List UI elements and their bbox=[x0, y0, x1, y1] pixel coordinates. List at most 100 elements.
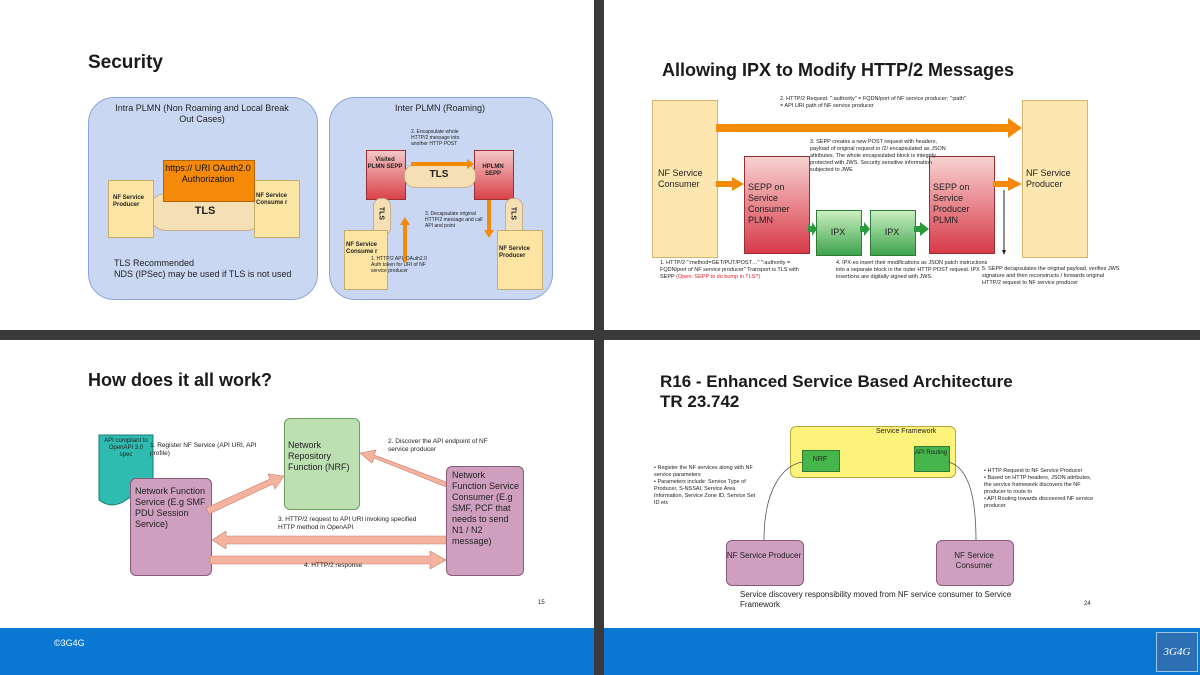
flow-arrows bbox=[205, 449, 447, 570]
ipx2-label: IPX bbox=[884, 227, 900, 237]
api-routing-label: API Routing bbox=[914, 450, 948, 456]
right-bullet-1: • HTTP Request to NF Service Producer bbox=[984, 468, 1083, 474]
left-bullet-2-text: Parameters include: Service Type of Prod… bbox=[654, 479, 756, 506]
step1-note: 1. Register NF Service (API URI, API pro… bbox=[150, 442, 257, 457]
line-routing-consumer bbox=[947, 461, 977, 541]
nf-service-consumer-label: NF Service Consume r bbox=[256, 193, 288, 206]
inter-producer-label: NF Service Producer bbox=[499, 246, 531, 259]
ipx1-label: IPX bbox=[830, 227, 846, 237]
slide-security: Security Intra PLMN (Non Roaming and Loc… bbox=[0, 0, 594, 330]
note1: 1. HTTP/2 ":method=GET/PUT/POST…" ":auth… bbox=[660, 260, 810, 281]
nf-consumer-label: NF Service Consumer bbox=[658, 168, 703, 189]
step4-note: 4. HTTP/2 response bbox=[304, 562, 363, 569]
arrow-response bbox=[209, 550, 447, 570]
arrow-ipx-ipx bbox=[860, 222, 870, 236]
step1-note: 1. HTTP/2 API, OAuth2.0 Auth token for U… bbox=[371, 256, 427, 274]
api-routing-box bbox=[914, 446, 950, 472]
note5-pointer-head bbox=[1002, 250, 1006, 255]
slide-title: Security bbox=[88, 52, 163, 73]
inter-plmn-title: Inter PLMN (Roaming) bbox=[394, 103, 486, 113]
nf-producer-box bbox=[1022, 100, 1088, 258]
service-framework-label: Service Framework bbox=[876, 428, 937, 435]
sepp-consumer-box bbox=[744, 156, 810, 254]
slide-title: R16 - Enhanced Service Based Architectur… bbox=[660, 372, 1013, 412]
ipx2-box bbox=[870, 210, 916, 256]
intra-plmn-title: Intra PLMN (Non Roaming and Local Break … bbox=[115, 103, 289, 124]
nf-service-producer-label: NF Service Producer bbox=[113, 195, 145, 208]
line-nrf-producer bbox=[763, 461, 803, 541]
https-oauth-box bbox=[163, 160, 255, 202]
page-number: 24 bbox=[1084, 601, 1091, 607]
slide-title: How does it all work? bbox=[88, 370, 273, 390]
step2-note: 2. Encapsulate whole HTTP/2 message into… bbox=[411, 129, 460, 147]
inter-consumer-label: NF Service Consume r bbox=[346, 242, 378, 255]
step2-note: 2. Discover the API endpoint of NF servi… bbox=[388, 438, 488, 453]
consumer-box bbox=[446, 466, 524, 576]
arrow-register bbox=[205, 473, 285, 515]
arrow-ipx-sepp bbox=[914, 222, 929, 236]
inter-plmn-arrows bbox=[400, 159, 494, 262]
right-bullet-2-text: Based on HTTP headers, JSON attributes, … bbox=[984, 475, 1092, 495]
step3-note: 3. HTTP/2 request to API URI invoking sp… bbox=[278, 516, 417, 531]
nrf-label: Network Repository Function (NRF) bbox=[288, 440, 350, 472]
consumer-label: NF Service Consumer bbox=[954, 551, 994, 570]
left-bullet-1-text: Register the NF services along with NF s… bbox=[654, 465, 753, 478]
note2: 2. HTTP/2 Request: ":authority" = FQDN/p… bbox=[780, 96, 966, 109]
producer-label: NF Service Producer bbox=[726, 551, 802, 560]
ipx-arrows bbox=[716, 118, 1022, 255]
right-bullet-3: • API Routing towards discovered NF serv… bbox=[984, 496, 1094, 509]
right-bullet-3-text: API Routing towards discovered NF servic… bbox=[984, 496, 1094, 509]
esba-lines bbox=[763, 461, 977, 541]
consumer-label: Network Function Service Consumer (E.g S… bbox=[452, 470, 520, 546]
arrow-sepp-ipx bbox=[808, 222, 817, 236]
nrf-box bbox=[284, 418, 360, 510]
arrow-step3 bbox=[484, 200, 494, 238]
visited-sepp-label: Visited PLMN SEPP bbox=[367, 157, 403, 170]
hplmn-sepp-box bbox=[474, 150, 514, 200]
arrow-discover bbox=[359, 449, 447, 488]
arrow-step1 bbox=[400, 217, 410, 262]
arrow-step2 bbox=[411, 159, 474, 169]
note5: 5. SEPP decapsulates the original payloa… bbox=[982, 266, 1120, 286]
nds-note: NDS (IPSec) may be used if TLS is not us… bbox=[114, 269, 292, 279]
nf-producer-label: NF Service Producer bbox=[1026, 168, 1071, 189]
nrf-box bbox=[802, 450, 840, 472]
left-bullets: • Register the NF services along with NF… bbox=[654, 465, 758, 507]
title-line-2: TR 23.742 bbox=[660, 392, 740, 411]
producer-label: Network Function Service (E.g SMF PDU Se… bbox=[135, 486, 206, 529]
title-line-1: R16 - Enhanced Service Based Architectur… bbox=[660, 372, 1013, 391]
slide-ipx: Allowing IPX to Modify HTTP/2 Messages N… bbox=[604, 0, 1200, 330]
arrow-consumer-sepp bbox=[716, 177, 744, 191]
slide-r16-esba: R16 - Enhanced Service Based Architectur… bbox=[604, 340, 1200, 628]
note3: 3. SEPP creates a new POST request with … bbox=[810, 139, 946, 173]
consumer-box bbox=[936, 540, 1014, 586]
left-bullet-2: • Parameters include: Service Type of Pr… bbox=[654, 479, 756, 506]
producer-box bbox=[130, 478, 212, 576]
doc-note: API compliant to OpenAPI 3.0 spec bbox=[104, 438, 148, 458]
footer-separator bbox=[594, 628, 604, 675]
arrow-sepp-producer bbox=[993, 177, 1022, 191]
caption: Service discovery responsibility moved f… bbox=[740, 590, 1012, 609]
slide-how-it-works: How does it all work? API compliant to O… bbox=[0, 340, 594, 628]
note1-open-question: (Open: SEPP to do bump in TLS?) bbox=[676, 274, 761, 280]
right-bullet-2: • Based on HTTP headers, JSON attributes… bbox=[984, 475, 1092, 495]
note1-text: 1. HTTP/2 ":method=GET/PUT/POST…" ":auth… bbox=[660, 260, 799, 280]
nrf-label: NRF bbox=[812, 456, 828, 463]
footer-copyright: ©3G4G bbox=[54, 638, 85, 648]
brand-logo: 3G4G bbox=[1156, 632, 1198, 672]
hplmn-sepp-label: HPLMN SEPP bbox=[482, 164, 504, 177]
page-number: 15 bbox=[538, 600, 545, 606]
right-bullets: • HTTP Request to NF Service Producer • … bbox=[984, 468, 1096, 510]
step3-note: 3. Decapsulate original HTTP/2 message a… bbox=[425, 211, 483, 229]
https-oauth-label: https:// URI OAuth2.0 Authorization bbox=[165, 163, 251, 184]
slide-title: Allowing IPX to Modify HTTP/2 Messages bbox=[662, 60, 1015, 80]
left-bullet-1: • Register the NF services along with NF… bbox=[654, 465, 753, 478]
inter-tls-label: TLS bbox=[429, 169, 449, 180]
note4: 4. IPX-es insert their modifications as … bbox=[836, 260, 988, 280]
nf-service-producer-box bbox=[108, 180, 154, 238]
producer-box bbox=[726, 540, 804, 586]
arrow-direct bbox=[716, 118, 1022, 138]
nf-service-consumer-box bbox=[254, 180, 300, 238]
sepp-producer-label: SEPP on Service Producer PLMN bbox=[933, 182, 970, 225]
arrow-request bbox=[211, 530, 447, 550]
